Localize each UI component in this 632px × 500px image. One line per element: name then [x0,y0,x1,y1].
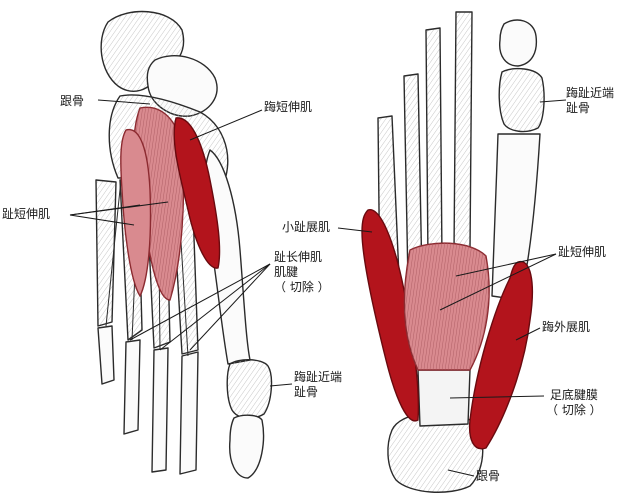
label-left-ext-hallucis-brevis: 踇短伸肌 [264,100,313,114]
label-right-abductor-digiti-minimi: 小趾展肌 [282,220,331,234]
label-left-calcaneus: 跟骨 [60,94,85,108]
label-right-proximal-phalanx-hallux: 踇趾近端 趾骨 [566,86,615,115]
right-abductor-digiti-minimi-muscle [361,209,420,422]
left-ext-hallucis-brevis-muscle [173,117,221,269]
label-left-ext-digitorum-brevis: 趾短伸肌 [2,207,51,221]
leader-lines [69,99,567,477]
left-hallux-proximal-phalanx [226,359,273,419]
label-right-abductor-hallucis: 踇外展肌 [542,320,591,334]
right-hallux-proximal-phalanx [498,67,545,133]
left-dorsal-foot [95,10,273,479]
left-ext-digitorum-brevis-muscle-2 [120,128,152,297]
label-right-calcaneus: 跟骨 [476,469,501,483]
right-abductor-hallucis-muscle [468,260,533,450]
label-left-ext-digitorum-longus-tendon: 趾长伸肌 肌腱 （ 切除 ） [274,250,330,294]
label-right-flexor-digitorum-brevis: 趾短伸肌 [558,245,607,259]
label-left-proximal-phalanx-hallux: 踇趾近端 趾骨 [294,370,343,399]
label-right-plantar-aponeurosis: 足底腱膜 （ 切除 ） [546,388,602,417]
right-plantar-foot [361,11,545,493]
left-hallux-distal-phalanx [229,414,265,479]
right-hallux-distal [499,19,538,67]
